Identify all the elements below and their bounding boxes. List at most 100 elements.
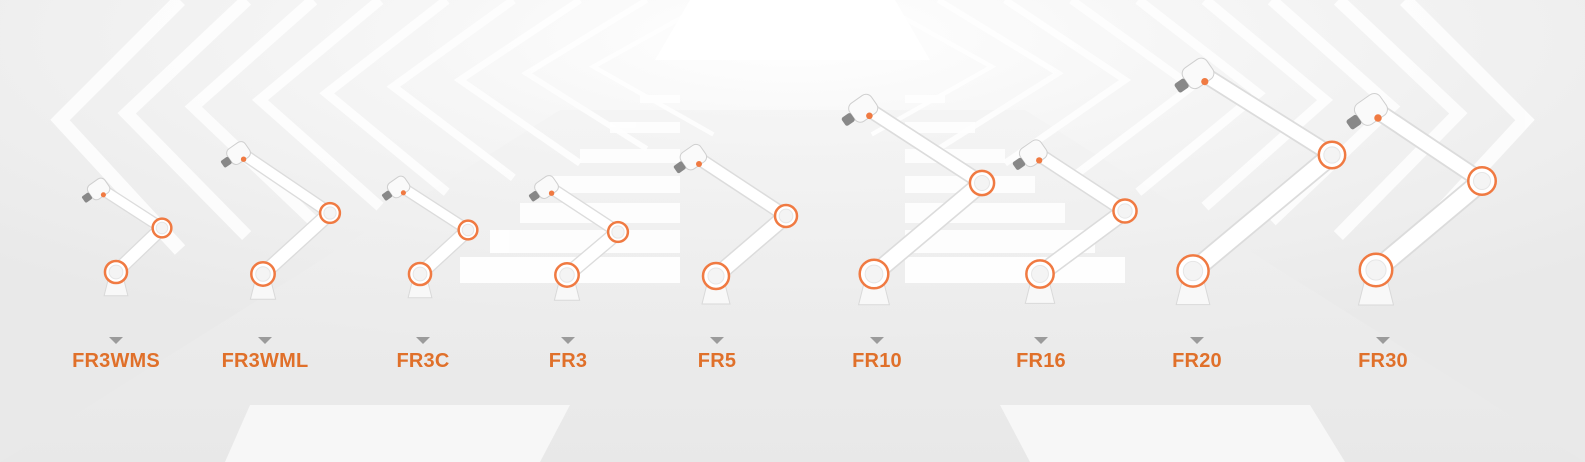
caret-down-icon — [561, 337, 575, 344]
model-label: FR3 — [548, 350, 588, 372]
tunnel-chevron — [453, 0, 582, 167]
robot-arm-icon — [220, 141, 342, 300]
model-fr30[interactable]: FR30 — [1303, 0, 1463, 462]
tunnel-chevron — [588, 0, 715, 137]
robot-link — [858, 100, 989, 190]
model-label: FR5 — [697, 350, 737, 372]
robot-joint-cap — [611, 225, 625, 239]
robot-arm-icon — [1012, 139, 1138, 304]
robot-joint-cap — [412, 266, 428, 282]
model-fr20[interactable]: FR20 — [1117, 0, 1277, 462]
tunnel-chevron — [1003, 0, 1132, 167]
robot-link — [256, 206, 337, 281]
caret-down-icon — [109, 337, 123, 344]
robot-tool-flange — [1174, 78, 1189, 93]
robot-joint-cap — [461, 223, 475, 237]
robot-joint-ring — [100, 192, 106, 198]
floor-light-panel — [490, 230, 680, 253]
model-fr10[interactable]: FR10 — [797, 0, 957, 462]
tunnel-chevron — [386, 0, 516, 181]
robot-tool-flange — [1346, 114, 1362, 130]
model-label: FR16 — [1016, 350, 1066, 372]
robot-arm-icon — [382, 175, 479, 299]
floor-light-panel — [905, 95, 945, 103]
floor-light-panel — [905, 230, 1095, 253]
model-label: FR3C — [396, 350, 450, 372]
caret-down-icon — [710, 337, 724, 344]
robot-arm-icon — [673, 143, 799, 305]
robot-joint-ring — [548, 190, 555, 196]
robot-link — [543, 181, 623, 237]
robot-joint-cap — [1117, 203, 1133, 219]
robot-link — [709, 209, 793, 283]
caret-down-icon — [258, 337, 272, 344]
caret-down-icon — [1190, 337, 1204, 344]
robot-arm-icon — [82, 177, 173, 297]
robot-tool-flange — [382, 190, 393, 201]
tunnel-chevron — [936, 0, 1064, 152]
robot-tool-flange — [673, 161, 686, 174]
robot-tool-flange — [220, 156, 232, 168]
floor-light-panel — [610, 122, 680, 133]
robot-joint-cap — [108, 264, 124, 280]
robot-arm-icon — [1174, 57, 1347, 306]
robot-joint-cap — [323, 206, 337, 220]
tunnel-chevron — [184, 0, 318, 226]
tunnel-chevron — [1333, 0, 1468, 241]
model-fr3wml[interactable]: FR3WML — [185, 0, 345, 462]
robot-joint-cap — [1031, 265, 1049, 283]
model-fr3wms[interactable]: FR3WMS — [36, 0, 196, 462]
robot-joint-cap — [778, 208, 794, 224]
model-fr5[interactable]: FR5 — [637, 0, 797, 462]
tunnel-chevron — [50, 0, 186, 255]
caret-down-icon — [1376, 337, 1390, 344]
robot-tool-flange — [1012, 157, 1026, 170]
floor-light-panel — [905, 257, 1125, 283]
robot-link — [689, 150, 792, 222]
robot-arm-icon — [1346, 93, 1497, 306]
robot-joint-ring — [1374, 114, 1382, 122]
model-label: FR3WML — [221, 350, 309, 372]
model-label: FR20 — [1172, 350, 1222, 372]
robot-joint-ring — [240, 156, 247, 162]
model-label: FR10 — [852, 350, 902, 372]
model-fr3[interactable]: FR3 — [488, 0, 648, 462]
robot-joint-cap — [255, 266, 271, 282]
robot-joint-cap — [973, 174, 991, 192]
robot-joint-cap — [559, 267, 575, 283]
tunnel-chevron — [1135, 0, 1266, 196]
robot-link — [1032, 203, 1133, 282]
robot-tool-flange — [82, 192, 93, 203]
floor-light-panel — [640, 95, 680, 103]
floor-light-panel — [550, 176, 680, 193]
tunnel-chevron — [252, 0, 384, 211]
robot-joint-cap — [707, 267, 725, 285]
robot-joint-ring — [1201, 78, 1209, 86]
model-fr3c[interactable]: FR3C — [343, 0, 503, 462]
robot-joint-cap — [1323, 146, 1341, 164]
robot-joint-ring — [1036, 157, 1043, 164]
caret-down-icon — [870, 337, 884, 344]
tunnel-chevron — [1201, 0, 1333, 211]
robot-arm-icon — [841, 93, 996, 306]
tunnel-chevron — [521, 0, 649, 152]
robot-link — [1367, 172, 1491, 279]
tunnel-chevron — [319, 0, 450, 196]
robot-tool-flange — [528, 190, 540, 202]
robot-tool-flange — [841, 113, 855, 126]
caret-down-icon — [1034, 337, 1048, 344]
tunnel-chevron — [117, 0, 252, 241]
robot-joint-ring — [400, 190, 406, 196]
robot-joint-cap — [1472, 171, 1492, 191]
robot-joint-cap — [1182, 260, 1204, 282]
robot-joint-ring — [696, 161, 702, 167]
model-fr16[interactable]: FR16 — [961, 0, 1121, 462]
robot-joint-cap — [155, 221, 169, 235]
floor-light-panel — [905, 122, 975, 133]
model-label: FR3WMS — [72, 350, 160, 372]
robot-link — [95, 183, 167, 233]
robot-joint-cap — [1365, 259, 1387, 281]
